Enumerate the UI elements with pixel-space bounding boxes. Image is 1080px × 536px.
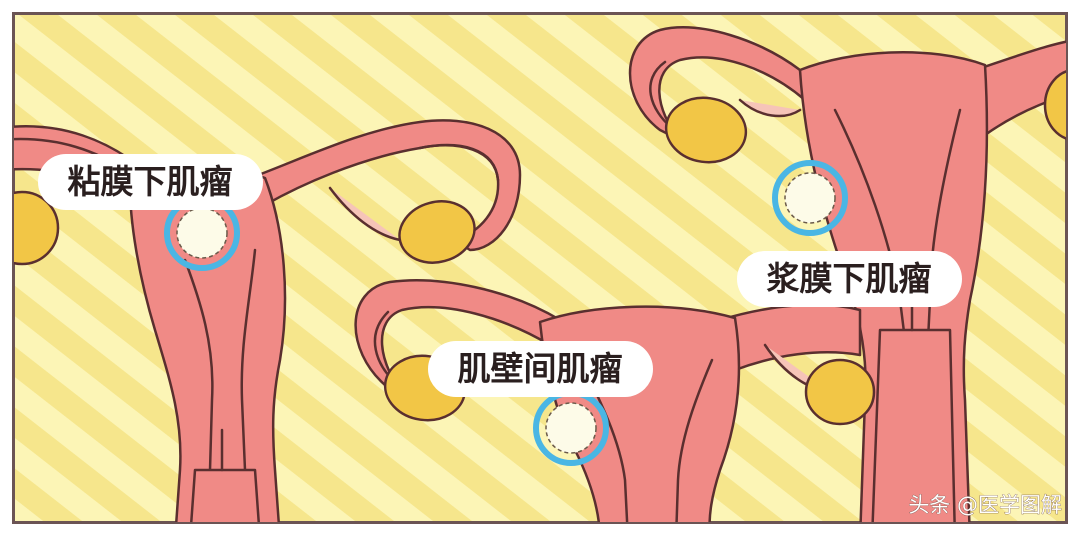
label-subserosal: 浆膜下肌瘤	[737, 251, 962, 307]
fibroid-intramural	[533, 390, 609, 466]
fibroid-subserosal	[772, 160, 848, 236]
fibroid	[176, 207, 228, 259]
label-subserosal-text: 浆膜下肌瘤	[767, 259, 932, 298]
ovary	[1043, 70, 1066, 140]
label-submucosal: 粘膜下肌瘤	[38, 154, 263, 210]
label-intramural-text: 肌壁间肌瘤	[458, 349, 623, 388]
fibroid	[784, 172, 836, 224]
fibroid	[545, 402, 597, 454]
fibroid-submucosal	[164, 195, 240, 271]
ovary	[664, 96, 748, 164]
ovary	[804, 358, 876, 426]
label-intramural: 肌壁间肌瘤	[428, 341, 653, 397]
label-submucosal-text: 粘膜下肌瘤	[68, 162, 233, 201]
uterus-left	[14, 119, 522, 522]
ovary	[398, 200, 476, 264]
ovary	[14, 190, 60, 266]
watermark: 头条 @医学图解	[908, 493, 1062, 517]
